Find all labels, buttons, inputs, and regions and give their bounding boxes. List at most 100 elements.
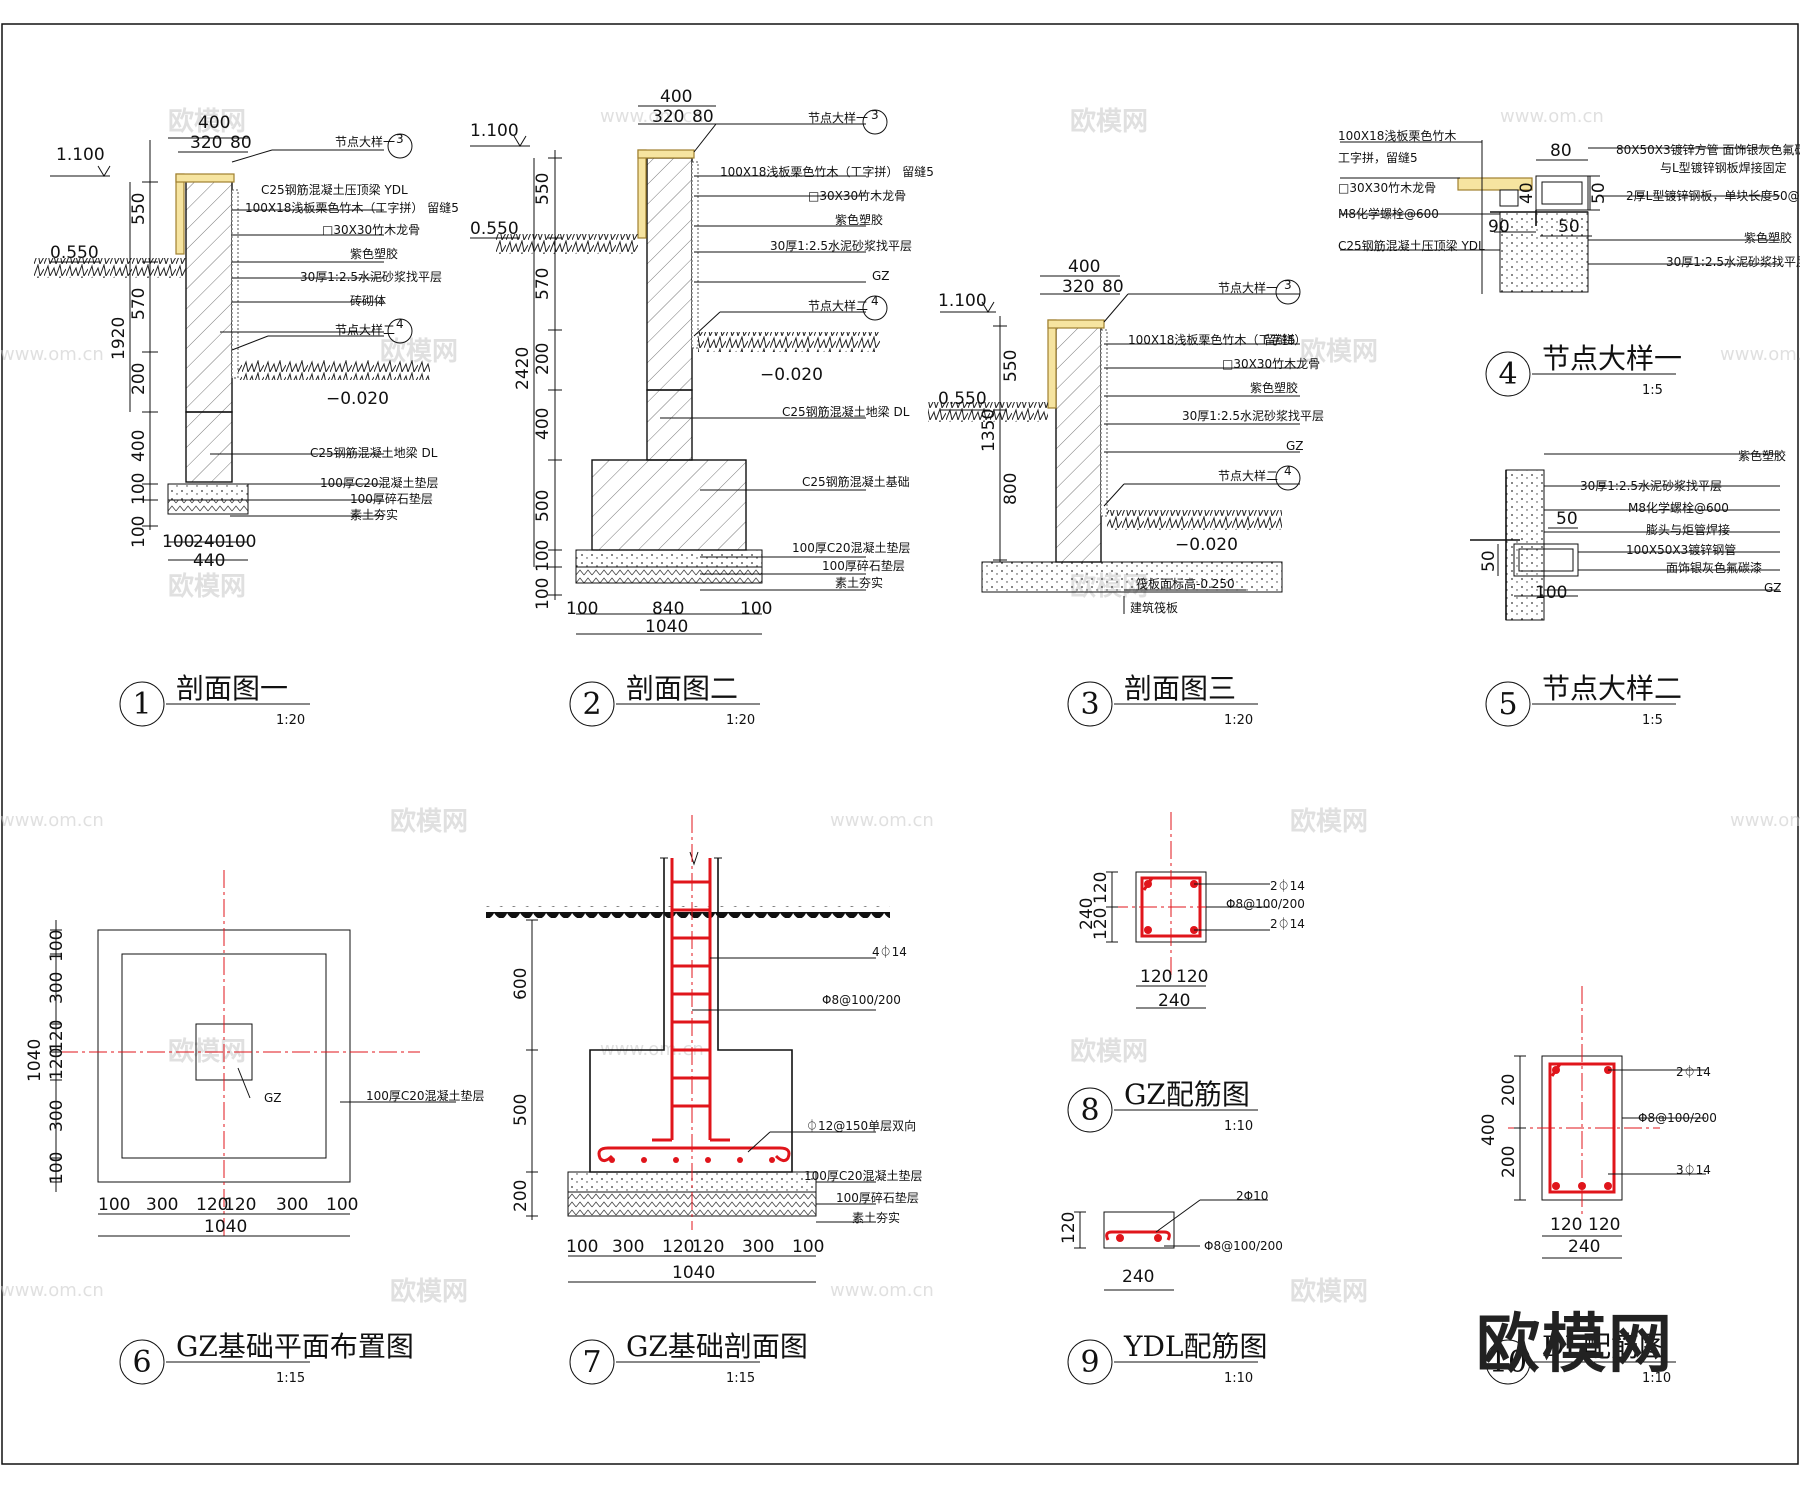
ground-beam-dl: [185, 411, 233, 483]
watermark: 欧模网: [390, 1276, 468, 1307]
note: Φ8@100/200: [1638, 1111, 1717, 1125]
rebar-hook: [1105, 1230, 1113, 1241]
note: 工字拼，留缝5: [1338, 150, 1418, 165]
callout-number: 4: [871, 294, 879, 308]
title-number-circle: [119, 1339, 165, 1385]
dim: 80: [230, 133, 252, 153]
dim: 400: [533, 408, 553, 440]
level-mark: 1.100: [938, 291, 987, 311]
dim: 120: [692, 1237, 724, 1257]
dim: 320: [1062, 277, 1094, 297]
dim: 120: [662, 1237, 694, 1257]
title-number-circle: [569, 681, 615, 727]
wood-cladding: [637, 149, 647, 239]
dim: 550: [1001, 350, 1021, 382]
dim: 100: [224, 532, 256, 552]
dim: 120: [1550, 1215, 1582, 1235]
brand-logo: 欧模网: [1476, 1308, 1674, 1382]
gravel-layer: [575, 566, 763, 584]
note: 膨头与炬管焊接: [1646, 522, 1730, 537]
watermark-url: www.om.cn: [0, 810, 104, 831]
note: M8化学螺栓@600: [1628, 500, 1729, 515]
title-scale: 1:15: [276, 1371, 305, 1386]
title-number: 2: [582, 687, 601, 722]
note: 节点大样二: [808, 298, 868, 313]
note: 2⏀14: [1676, 1064, 1711, 1079]
title-number-circle: [1067, 1339, 1113, 1385]
dim: 200: [1499, 1146, 1519, 1178]
note: 2⏀14: [1270, 878, 1305, 893]
note: 节点大样一: [1218, 280, 1278, 295]
dim: 320: [190, 133, 222, 153]
title-text: 剖面图二: [626, 672, 738, 705]
dim: 50: [1558, 217, 1580, 237]
note: Φ8@100/200: [1204, 1239, 1283, 1253]
title-number: 6: [132, 1345, 151, 1380]
wood-cap: [637, 149, 695, 159]
dim: 2420: [513, 347, 533, 390]
gz-column: [1505, 469, 1545, 621]
note: C25钢筋混凝土压顶梁 YDL: [261, 182, 408, 197]
watermark-url: www.om.cn: [1500, 106, 1604, 127]
note: GZ: [1764, 581, 1782, 595]
note: 100X18浅板栗色竹木: [1338, 129, 1456, 143]
note: 建筑筏板: [1130, 600, 1178, 615]
dim: 200: [1499, 1074, 1519, 1106]
title-scale: 1:15: [726, 1371, 755, 1386]
note: □30X30竹木龙骨: [808, 189, 906, 203]
callout-circle: [862, 295, 888, 321]
title-scale: 1:10: [1224, 1371, 1253, 1386]
dim: 400: [1068, 257, 1100, 277]
gravel-layer: [167, 499, 249, 515]
dim: 100: [566, 1237, 598, 1257]
dim: 100: [566, 599, 598, 619]
section-7: 600 500 200 100 300 120 120 300 100 1040…: [486, 815, 923, 1283]
note: 30厚1:2.5水泥砂浆找平层: [1666, 254, 1800, 269]
dim: 40: [1517, 182, 1537, 204]
dim: 100: [162, 532, 194, 552]
title-number: 3: [1080, 687, 1099, 722]
note: 100X50X3镀锌钢管: [1626, 542, 1736, 557]
dim: 240: [1158, 991, 1190, 1011]
callout-circle: [1275, 465, 1301, 491]
dim: 1040: [204, 1217, 247, 1237]
level-mark: −0.020: [760, 365, 823, 385]
note: M8化学螺栓@600: [1338, 206, 1439, 221]
ground-beam-dl: [646, 389, 693, 461]
title-scale: 1:20: [1224, 713, 1253, 728]
watermark: 欧模网: [1290, 1276, 1368, 1307]
section-2: 550 570 200 400 500 100 100 2420 400 320…: [470, 87, 934, 637]
keel-layer: [1100, 329, 1108, 517]
note: C25钢筋混凝土地梁 DL: [310, 445, 438, 460]
dim: 320: [652, 107, 684, 127]
watermark-url: www.om.cn: [1720, 344, 1800, 365]
dim: 300: [47, 1100, 67, 1132]
dim: 50: [1479, 550, 1499, 572]
note: 100厚C20混凝土垫层: [320, 475, 439, 490]
keel-layer: [231, 189, 239, 379]
dim: 100: [129, 516, 149, 548]
watermark: 欧模网: [1070, 1036, 1148, 1067]
title-scale: 1:20: [276, 713, 305, 728]
callout-number: 4: [1284, 464, 1292, 478]
dim: 1040: [672, 1263, 715, 1283]
dim: 550: [533, 173, 553, 205]
note: 紫色塑胶: [1744, 230, 1792, 245]
dim: 50: [1556, 509, 1578, 529]
c20-cushion: [575, 549, 763, 568]
note: 3⏀14: [1676, 1162, 1711, 1177]
title-text: GZ基础剖面图: [626, 1330, 808, 1363]
dim: 240: [1568, 1237, 1600, 1257]
rebar-hook: [1112, 1230, 1171, 1241]
dim: 120: [47, 1020, 67, 1052]
steel-tube: [1535, 175, 1589, 211]
dim: 100: [326, 1195, 358, 1215]
dim: 100: [533, 578, 553, 610]
dim: 400: [129, 430, 149, 462]
dim: 600: [511, 968, 531, 1000]
note: 100厚碎石垫层: [350, 491, 433, 506]
title-text: YDL配筋图: [1123, 1330, 1268, 1363]
dim: 100: [47, 1152, 67, 1184]
